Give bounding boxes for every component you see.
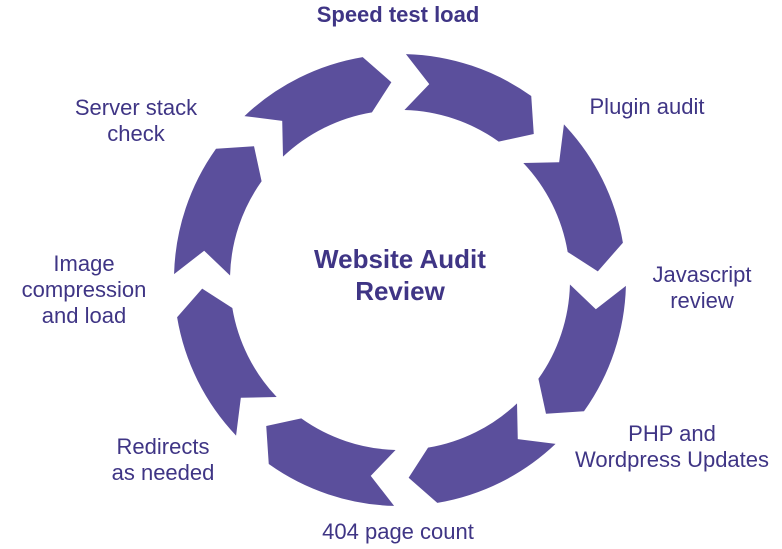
- label-line: and load: [41, 303, 127, 328]
- step-label-redirects: Redirects as needed: [112, 434, 215, 486]
- label-line: check: [107, 121, 165, 146]
- cycle-arrow-segment: [538, 284, 626, 414]
- cycle-arrow-segment: [244, 57, 392, 157]
- center-title-line-1: Website Audit: [314, 244, 486, 274]
- step-label-server-stack-check: Server stack check: [75, 95, 197, 147]
- label-line: Javascript: [652, 262, 752, 287]
- label-line: 404 page count: [322, 519, 474, 544]
- label-line: Plugin audit: [589, 94, 705, 119]
- label-line: Wordpress Updates: [574, 447, 770, 472]
- center-title: Website Audit Review: [314, 243, 486, 307]
- label-line: compression: [21, 277, 147, 302]
- step-label-image-compression: Image compression and load: [22, 251, 147, 329]
- step-label-speed-test-load: Speed test load: [317, 2, 480, 28]
- label-line: review: [670, 288, 734, 313]
- label-line: Server stack: [74, 95, 198, 120]
- label-line: Redirects: [116, 434, 210, 459]
- label-line: PHP and: [628, 421, 716, 446]
- label-line: Image: [53, 251, 115, 276]
- step-label-plugin-audit: Plugin audit: [590, 94, 705, 120]
- label-line: as needed: [111, 460, 215, 485]
- step-label-php-wordpress-updates: PHP and Wordpress Updates: [575, 421, 769, 473]
- cycle-arrow-segment: [523, 124, 623, 272]
- center-title-line-2: Review: [355, 276, 445, 306]
- label-line: Speed test load: [316, 2, 480, 27]
- cycle-arrow-segment: [177, 288, 277, 436]
- cycle-arrow-segment: [266, 418, 396, 506]
- step-label-javascript-review: Javascript review: [652, 262, 751, 314]
- cycle-arrow-segment: [404, 54, 534, 142]
- cycle-arrow-segment: [408, 403, 556, 503]
- step-label-404-page-count: 404 page count: [322, 519, 474, 545]
- cycle-arrow-segment: [174, 146, 262, 276]
